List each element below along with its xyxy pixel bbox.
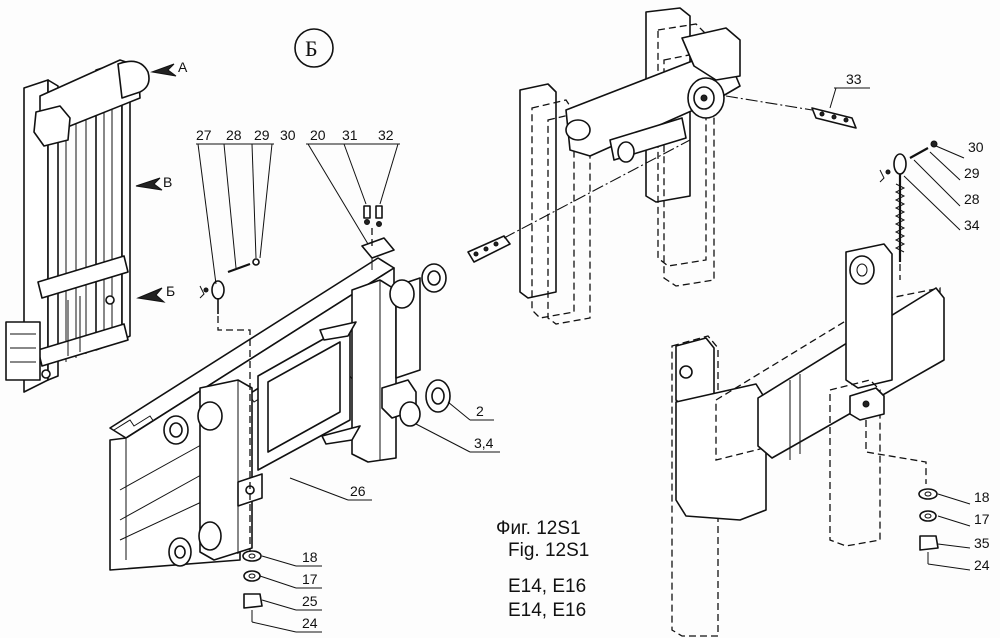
bolt-assembly-left	[199, 258, 260, 314]
view-label-text: Б	[305, 36, 318, 61]
callout-26: 26	[350, 483, 366, 499]
callout-labels: 27 28 29 30 20 31 32 33 30 29 28 34 2 3,…	[196, 71, 990, 631]
chain-33-path	[725, 95, 813, 111]
view-arrow-b: B	[135, 174, 172, 191]
callout-18-center: 18	[302, 549, 318, 565]
callout-3-4: 3,4	[474, 435, 494, 451]
callout-20: 20	[310, 127, 326, 143]
mast-overview	[5, 59, 150, 393]
callout-17-right: 17	[974, 511, 990, 527]
upper-mast	[519, 7, 741, 325]
caption-figure-ru: Фиг. 12S1	[496, 518, 581, 539]
view-arrow-v: Б	[136, 283, 175, 303]
callout-30-left: 30	[280, 127, 296, 143]
callout-24-center: 24	[302, 615, 318, 631]
chain-33	[811, 107, 857, 129]
bolt-assembly-right	[879, 140, 938, 262]
callout-32: 32	[378, 127, 394, 143]
callout-24-right: 24	[974, 557, 990, 573]
guide-line-center	[217, 316, 251, 560]
carriage-assembly	[109, 257, 451, 571]
guide-line-right	[865, 420, 927, 484]
arrow-a-label: A	[178, 59, 188, 75]
callout-30-right: 30	[968, 139, 984, 155]
callout-28-left: 28	[226, 127, 242, 143]
callout-18-right: 18	[974, 489, 990, 505]
callout-27: 27	[196, 127, 212, 143]
callout-2: 2	[476, 403, 484, 419]
view-label-circle: Б	[294, 28, 334, 68]
callout-31: 31	[342, 127, 358, 143]
arrow-b-label: B	[163, 174, 172, 190]
view-arrow-a: A	[150, 59, 188, 77]
callout-17-center: 17	[302, 571, 318, 587]
callout-25: 25	[302, 593, 318, 609]
figure-caption: Фиг. 12S1 Fig. 12S1 E14, E16 E14, E16	[496, 518, 589, 621]
caption-models-1: E14, E16	[508, 576, 586, 597]
chain-left	[467, 235, 511, 263]
chain-path-line	[503, 139, 691, 239]
callout-29-left: 29	[254, 127, 270, 143]
callout-33: 33	[846, 71, 862, 87]
callout-29-right: 29	[964, 165, 980, 181]
callout-35: 35	[974, 535, 990, 551]
leader-lines	[196, 87, 971, 633]
arrow-v-label: Б	[166, 283, 175, 299]
right-mast	[671, 243, 945, 637]
callout-34: 34	[964, 217, 980, 233]
callout-28-right: 28	[964, 191, 980, 207]
fastener-stack-center	[242, 550, 263, 622]
caption-figure-en: Fig. 12S1	[508, 540, 589, 561]
fastener-stack-right	[918, 488, 939, 564]
caption-models-2: E14, E16	[508, 600, 586, 621]
bracket-assembly	[361, 205, 395, 270]
